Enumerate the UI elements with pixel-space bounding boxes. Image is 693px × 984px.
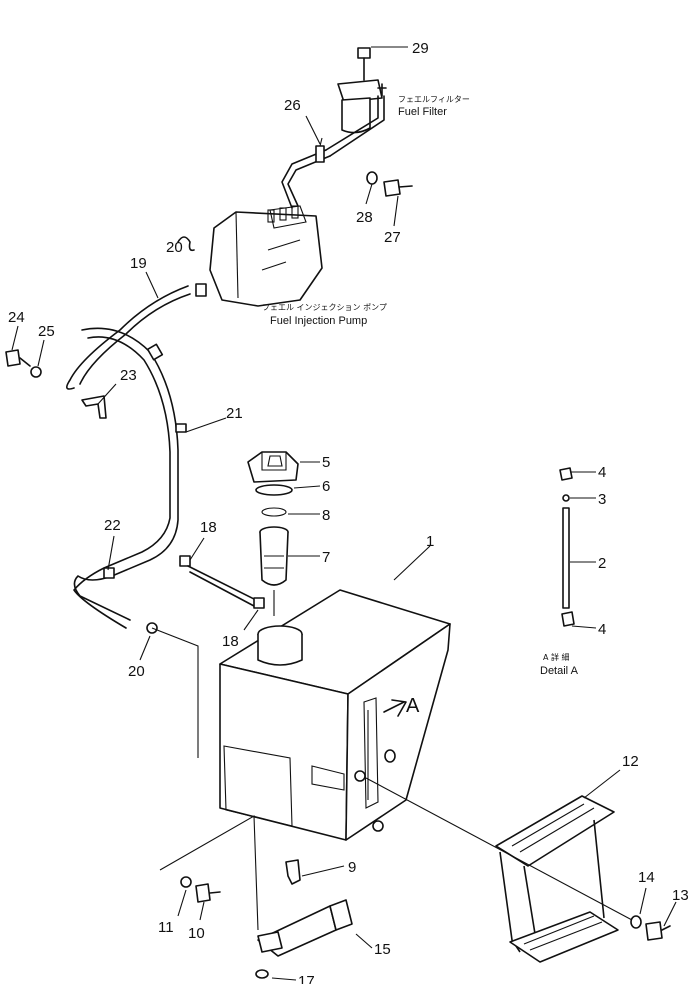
- callout-6: 6: [322, 478, 330, 495]
- fuel-filter-label-en: Fuel Filter: [398, 106, 447, 118]
- callout-15: 15: [374, 941, 391, 958]
- callout-29: 29: [412, 40, 429, 57]
- callout-18-top: 18: [200, 519, 217, 536]
- detail-a: [559, 467, 575, 627]
- washer-17: [255, 969, 269, 979]
- callout-17: 17: [298, 973, 315, 984]
- detail-a-label-jp: A 詳 細: [543, 652, 570, 662]
- callout-25: 25: [38, 323, 55, 340]
- callout-10: 10: [188, 925, 205, 942]
- washer-25: [30, 366, 42, 378]
- washer-11: [180, 876, 192, 888]
- callout-8: 8: [322, 507, 330, 524]
- injection-pump-label-en: Fuel Injection Pump: [270, 315, 367, 327]
- callout-9: 9: [348, 859, 356, 876]
- injection-pump-label-jp: フェエル インジェクション ポンプ: [262, 303, 387, 312]
- callout-14: 14: [638, 869, 655, 886]
- fuel-filter: [325, 47, 387, 157]
- callout-23: 23: [120, 367, 137, 384]
- fuel-filter-label-jp: フェエルフィルター: [398, 95, 470, 104]
- callout-19: 19: [130, 255, 147, 272]
- detail-a-label-en: Detail A: [540, 665, 579, 677]
- bolt-10: [195, 883, 221, 903]
- callout-7: 7: [322, 549, 330, 566]
- clip-9: [285, 859, 301, 885]
- level-gauge-18: [179, 555, 265, 609]
- callout-12: 12: [622, 753, 639, 770]
- leader-lines-lower: [159, 815, 259, 931]
- view-marker-a: A: [406, 695, 420, 717]
- callout-11: 11: [158, 919, 174, 936]
- filler-cap-5: [247, 451, 299, 483]
- callout-24: 24: [8, 309, 25, 326]
- callout-1: 1: [426, 533, 434, 550]
- view-arrow-a: [383, 699, 407, 717]
- step-12: [495, 795, 619, 963]
- callout-4-top: 4: [598, 464, 606, 481]
- gasket-6: [255, 484, 293, 496]
- callout-4-bottom: 4: [598, 621, 606, 638]
- cover-15: [257, 899, 353, 957]
- callout-18-bottom: 18: [222, 633, 239, 650]
- hose-clamp-20: [177, 236, 207, 297]
- washer-28: [366, 171, 378, 185]
- callout-20-top: 20: [166, 239, 183, 256]
- callout-2: 2: [598, 555, 606, 572]
- callout-3: 3: [598, 491, 606, 508]
- bolt-27: [383, 179, 413, 197]
- leader-step: [365, 777, 633, 921]
- callout-21: 21: [226, 405, 243, 422]
- callout-13: 13: [672, 887, 689, 904]
- fuel-pipe-upper: [281, 137, 331, 209]
- leader-lines: [11, 115, 677, 981]
- strainer-7: [259, 526, 289, 616]
- callout-numbers: 1 2 3 4 4 5 6 7 8 9 10 11 12 13 14 15 17…: [8, 40, 689, 984]
- o-ring-8: [261, 507, 287, 517]
- callout-22: 22: [104, 517, 121, 534]
- callout-20-bottom: 20: [128, 663, 145, 680]
- fuel-hose: [66, 285, 191, 634]
- callout-26: 26: [284, 97, 301, 114]
- callout-5: 5: [322, 454, 330, 471]
- callout-27: 27: [384, 229, 401, 246]
- callout-28: 28: [356, 209, 373, 226]
- bolt-13: [645, 921, 671, 941]
- bolt-24: [5, 349, 31, 367]
- fuel-injection-pump: [209, 205, 323, 307]
- washer-14: [630, 915, 642, 929]
- fuel-tank-1: [151, 589, 451, 841]
